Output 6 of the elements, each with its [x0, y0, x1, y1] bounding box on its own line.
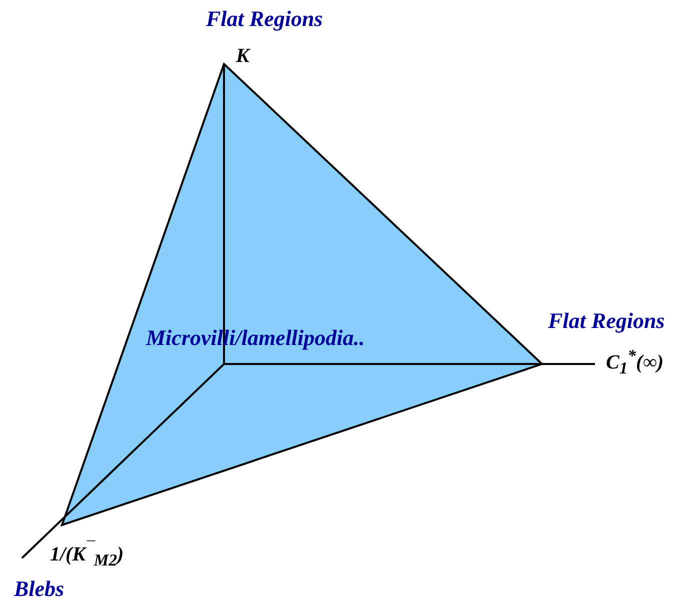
axis-region-label: Flat Regions [548, 310, 665, 332]
axis-region-label: Blebs [14, 578, 64, 600]
axis-label: 1/(K$^{¯}$$_{M2}$) [50, 540, 124, 570]
axis-label: C$_{1}$$^{*}$(∞) [606, 348, 664, 378]
axis-region-label: Flat Regions [206, 8, 323, 30]
axis-label: K [236, 46, 250, 66]
